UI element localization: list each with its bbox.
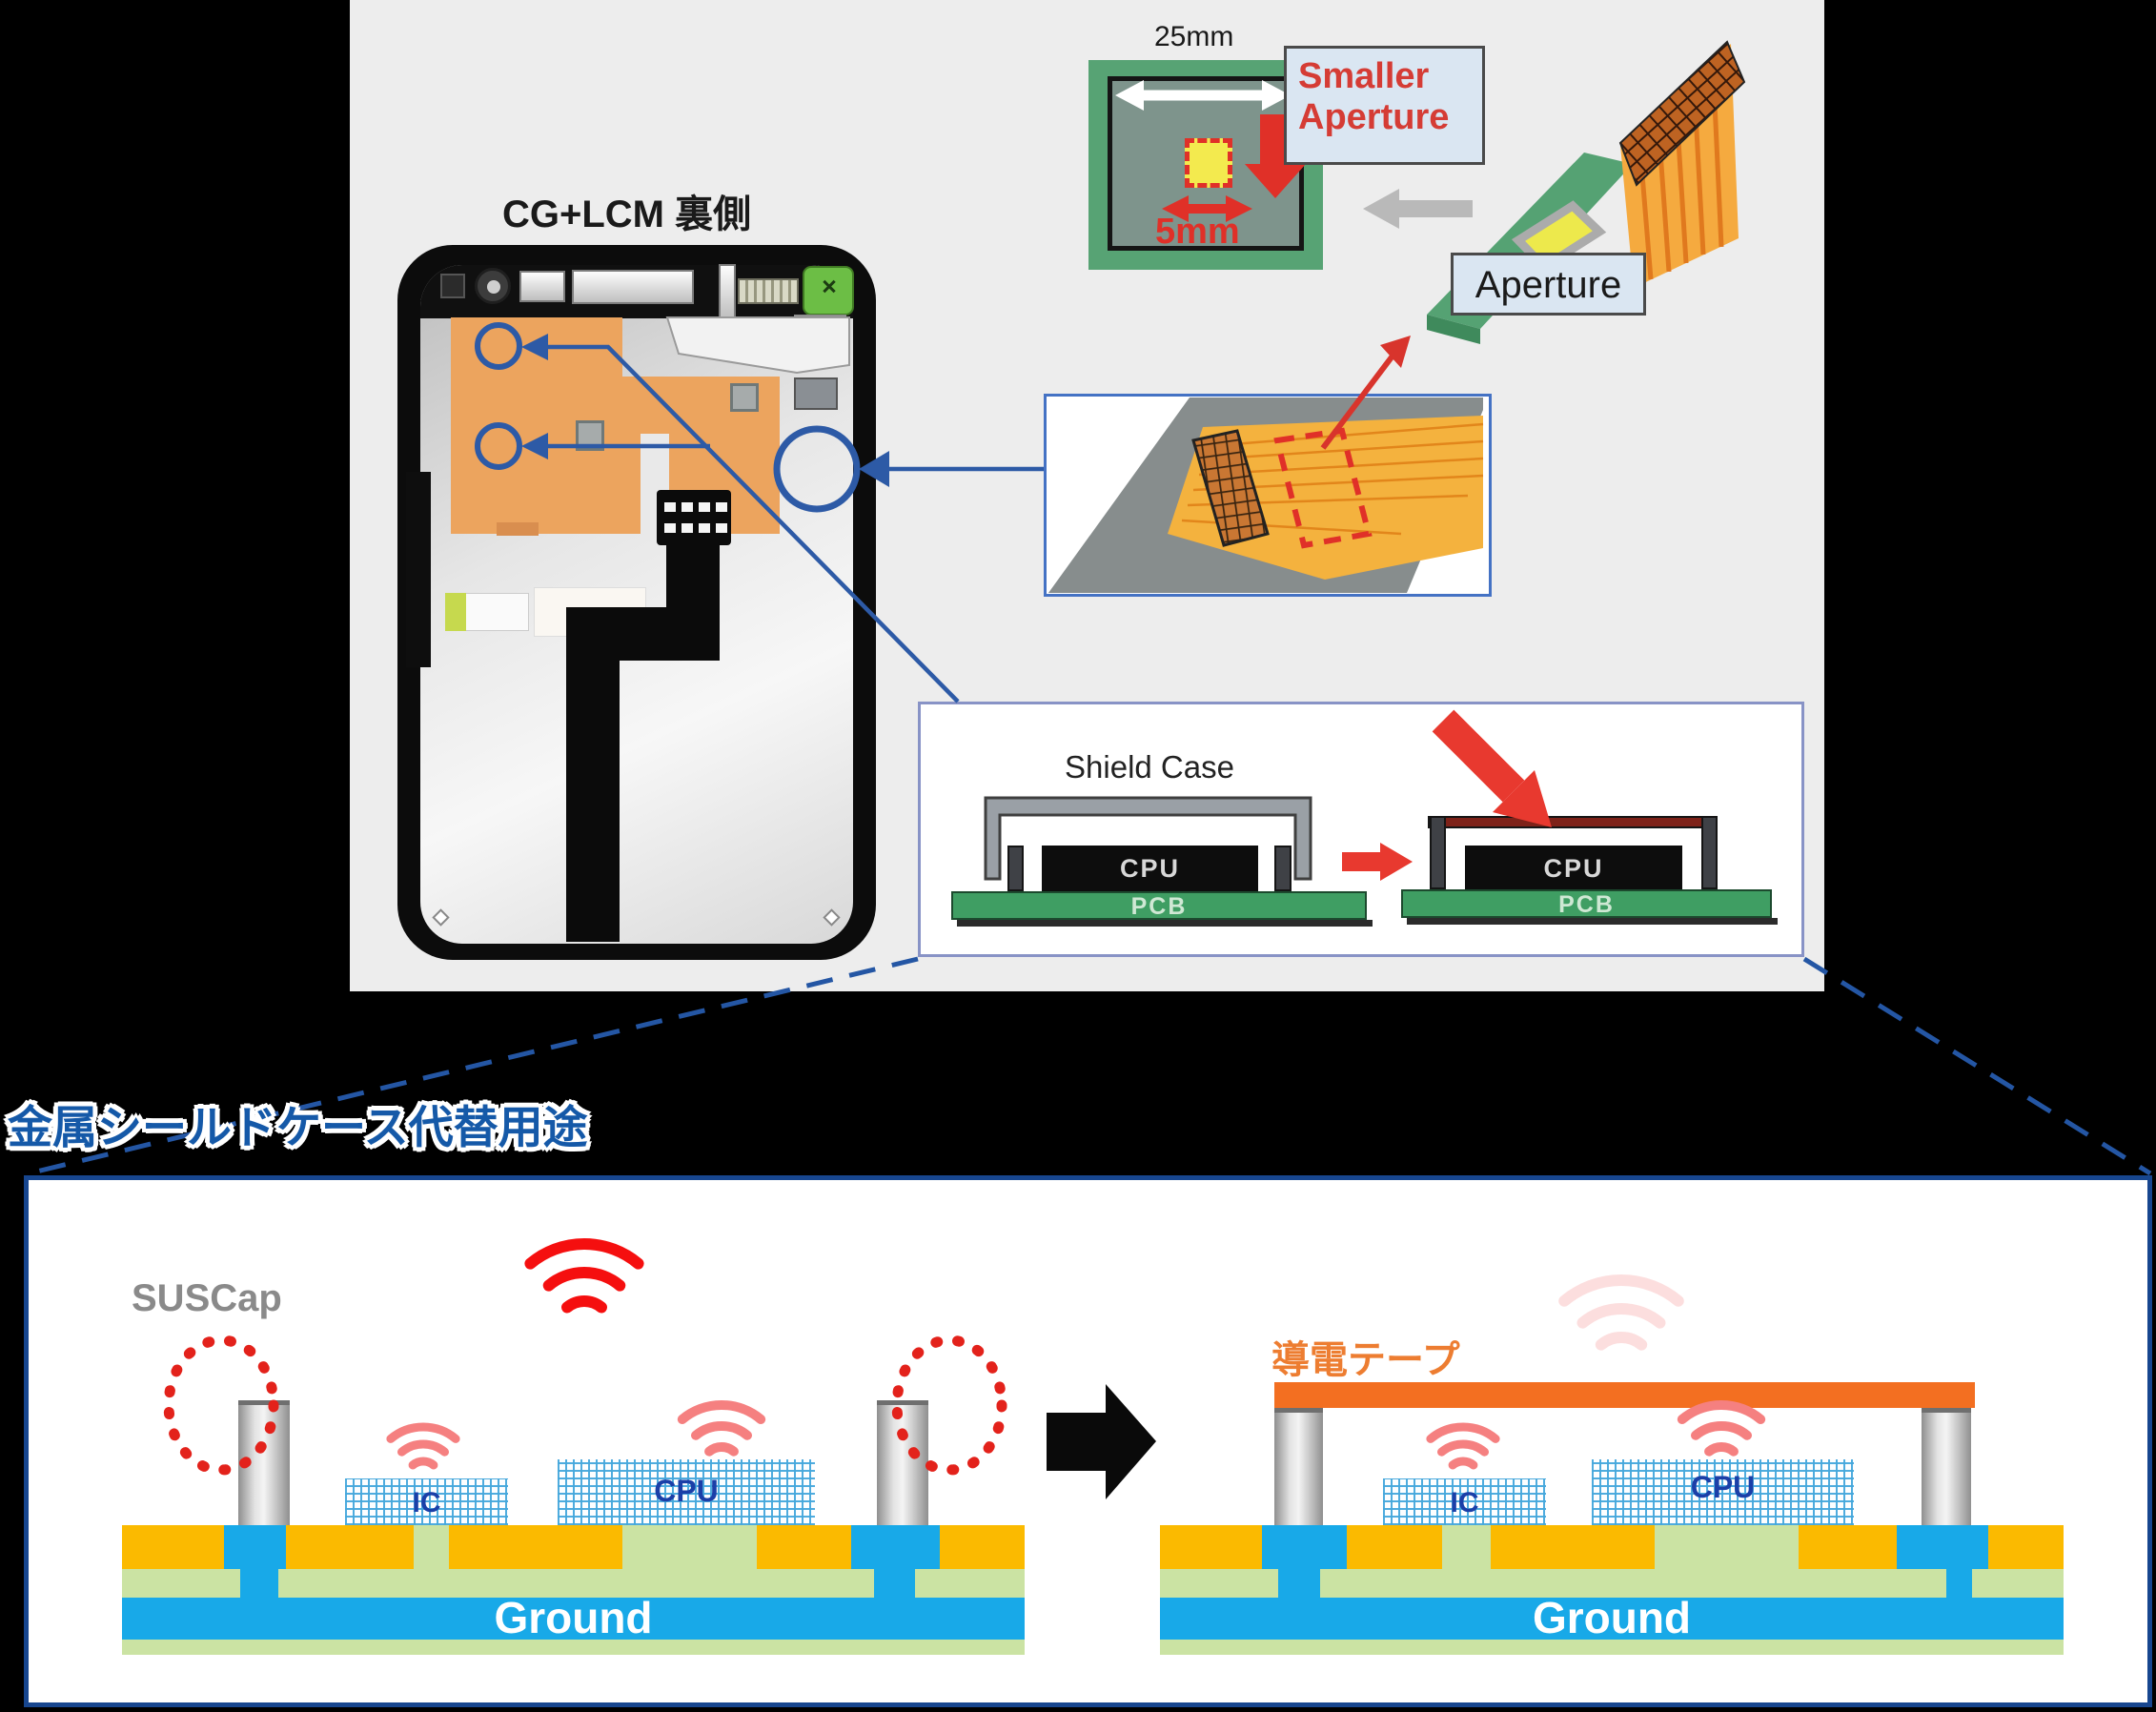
camera-icon (475, 268, 511, 304)
after-via-left-wide (1262, 1525, 1347, 1569)
before-bottom-green (122, 1640, 1025, 1655)
threaded-barrel (738, 278, 799, 304)
before-cpu-label: CPU (654, 1474, 719, 1508)
after-ground-label: Ground (1532, 1593, 1692, 1642)
after-cpu-chip (1592, 1459, 1854, 1525)
smaller-aperture-line1: Smaller (1298, 56, 1430, 96)
after-bottom-green (1160, 1640, 2064, 1655)
shield-right-pcb (1401, 889, 1772, 918)
sub-board-2 (534, 587, 646, 637)
after-via-left-narrow (1278, 1569, 1320, 1599)
after-ic-pedestal (1442, 1525, 1491, 1569)
before-cpu-chip (558, 1459, 815, 1525)
shield-right-cpu-label: CPU (1543, 854, 1604, 883)
after-post-right (1922, 1408, 1971, 1525)
sub-board-1-strip (445, 593, 466, 631)
before-via-right-narrow (874, 1569, 915, 1599)
aperture-inner-label: 5mm (1155, 212, 1240, 252)
shield-left-pcb (951, 891, 1367, 920)
smd-component-2 (576, 420, 604, 451)
shield-left-cpu-label: CPU (1119, 854, 1180, 883)
before-ic-chip (345, 1478, 508, 1525)
before-ic-pedestal (414, 1525, 449, 1569)
shield-case-title: Shield Case (1065, 749, 1234, 785)
before-via-left-narrow (240, 1569, 278, 1599)
before-ground-label: Ground (494, 1593, 653, 1642)
copper-tab-1 (497, 522, 539, 536)
screw-pad (440, 274, 465, 298)
camera-lens (487, 280, 500, 294)
after-via-right-narrow (1946, 1569, 1972, 1599)
before-via-right-wide (851, 1525, 940, 1569)
before-via-left-wide (224, 1525, 286, 1569)
gray-bracket (794, 315, 846, 343)
smaller-aperture-callout: Smaller Aperture (1284, 46, 1485, 165)
after-ic-label: IC (1450, 1487, 1479, 1518)
after-ground-layer (1160, 1598, 2064, 1640)
shield-right-post-b (1701, 816, 1718, 889)
before-cpu-pedestal (622, 1525, 757, 1569)
shield-left-pcb-label: PCB (1130, 893, 1188, 920)
flex-cable-inset-box (1044, 394, 1492, 597)
after-via-right-wide (1897, 1525, 1988, 1569)
metal-insert-small (519, 271, 565, 302)
shield-left-pcb-shadow (957, 920, 1373, 927)
after-ic-chip (1383, 1478, 1546, 1525)
shield-right-tape (1428, 816, 1718, 828)
shield-right-pcb-shadow (1407, 918, 1778, 925)
inner-antenna-strip (406, 472, 431, 667)
shield-left-post-b (1274, 846, 1292, 891)
before-post-right (877, 1400, 928, 1525)
shield-left-post-a (1007, 846, 1024, 891)
after-cpu-label: CPU (1690, 1470, 1756, 1504)
aperture-callout: Aperture (1451, 253, 1646, 316)
suscap-label: SUSCap (132, 1277, 282, 1319)
phone-title: CG+LCM 裏側 (502, 194, 752, 235)
aperture-yellow-window (1185, 138, 1232, 188)
before-ground-layer (122, 1598, 1025, 1640)
before-ic-label: IC (412, 1487, 441, 1518)
green-screw-pad (803, 266, 854, 316)
aperture-width-label: 25mm (1154, 21, 1234, 52)
smd-component-1 (730, 383, 759, 412)
section-title: 金属シールドケース代替用途 (8, 1102, 588, 1152)
after-conductive-tape (1274, 1382, 1975, 1408)
flex-gap (641, 434, 669, 534)
shield-right-cpu (1465, 846, 1682, 889)
aperture-callout-text: Aperture (1475, 264, 1622, 306)
shield-right-post-a (1430, 816, 1446, 889)
metal-strip-vertical (719, 264, 736, 319)
smaller-aperture-line2: Aperture (1298, 96, 1450, 137)
metal-insert-wide (572, 270, 694, 304)
copper-tab-2 (674, 522, 716, 534)
after-post-left (1274, 1408, 1323, 1525)
dark-module (794, 377, 838, 410)
before-post-left (238, 1400, 290, 1525)
shield-right-pcb-label: PCB (1558, 891, 1615, 918)
after-cpu-pedestal (1655, 1525, 1799, 1569)
tape-label: 導電テープ (1271, 1339, 1460, 1381)
